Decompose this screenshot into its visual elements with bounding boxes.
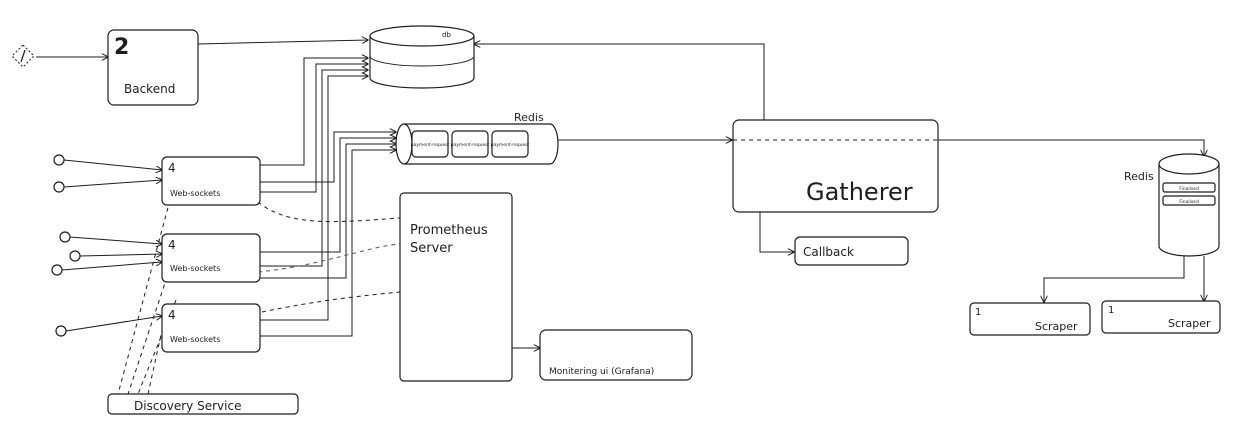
queue-item-label: payment-request xyxy=(451,142,490,148)
backend-count: 2 xyxy=(114,35,129,60)
discovery-node[interactable]: Discovery Service xyxy=(107,393,299,415)
redis-queue-node[interactable]: Redis payment-request payment-request pa… xyxy=(395,111,559,165)
finalised-item-label: Finalised xyxy=(1179,199,1199,205)
callback-label: Callback xyxy=(803,245,854,259)
callback-node[interactable]: Callback xyxy=(794,236,909,266)
scraper-label: Scraper xyxy=(1168,317,1211,330)
queue-item: payment-request xyxy=(491,130,530,158)
db-node[interactable]: db xyxy=(369,25,475,89)
websocket-count: 4 xyxy=(168,238,176,252)
prometheus-label-line2: Server xyxy=(410,241,453,256)
redis-finalised-node[interactable]: Redis Finalised Finalised xyxy=(1124,153,1220,257)
redis-queue-label: Redis xyxy=(514,111,544,124)
finalised-item: Finalised xyxy=(1162,195,1216,206)
db-label: db xyxy=(442,31,451,39)
client-circle xyxy=(55,325,67,337)
gatherer-label: Gatherer xyxy=(806,178,913,206)
client-nodes xyxy=(51,154,81,337)
discovery-label: Discovery Service xyxy=(134,399,241,413)
finalised-item: Finalised xyxy=(1162,182,1216,193)
websocket-count: 4 xyxy=(168,308,176,322)
client-circle xyxy=(51,264,63,276)
backend-label: Backend xyxy=(124,82,175,96)
queue-item: payment-request xyxy=(411,130,450,158)
client-circle xyxy=(53,181,65,193)
client-circle xyxy=(59,231,71,243)
scraper-node[interactable]: 1 Scraper xyxy=(1101,300,1221,334)
scraper-node[interactable]: 1 Scraper xyxy=(969,302,1091,336)
gatherer-node[interactable]: Gatherer xyxy=(732,119,939,213)
scraper-label: Scraper xyxy=(1035,320,1078,333)
websocket-node[interactable]: 4 Web-sockets xyxy=(161,156,261,206)
websocket-label: Web-sockets xyxy=(170,335,220,344)
grafana-label: Monitering ui (Grafana) xyxy=(549,367,654,377)
queue-item-label: payment-request xyxy=(491,142,530,148)
websocket-node[interactable]: 4 Web-sockets xyxy=(161,303,261,353)
redis-finalised-label: Redis xyxy=(1124,170,1154,183)
grafana-node[interactable]: Monitering ui (Grafana) xyxy=(539,329,693,381)
entry-point-icon xyxy=(11,44,35,68)
prometheus-node[interactable]: Prometheus Server xyxy=(399,192,513,382)
scraper-count: 1 xyxy=(1108,305,1114,316)
websocket-label: Web-sockets xyxy=(170,264,220,273)
client-circle xyxy=(69,250,81,262)
websocket-count: 4 xyxy=(168,161,176,175)
scraper-count: 1 xyxy=(975,307,981,318)
finalised-item-label: Finalised xyxy=(1179,186,1199,192)
queue-item-label: payment-request xyxy=(411,142,450,148)
websocket-node[interactable]: 4 Web-sockets xyxy=(161,233,261,283)
backend-node[interactable]: 2 Backend xyxy=(107,29,199,106)
websocket-label: Web-sockets xyxy=(170,189,220,198)
queue-item: payment-request xyxy=(451,130,490,158)
client-circle xyxy=(53,154,65,166)
prometheus-label-line1: Prometheus xyxy=(410,223,488,238)
